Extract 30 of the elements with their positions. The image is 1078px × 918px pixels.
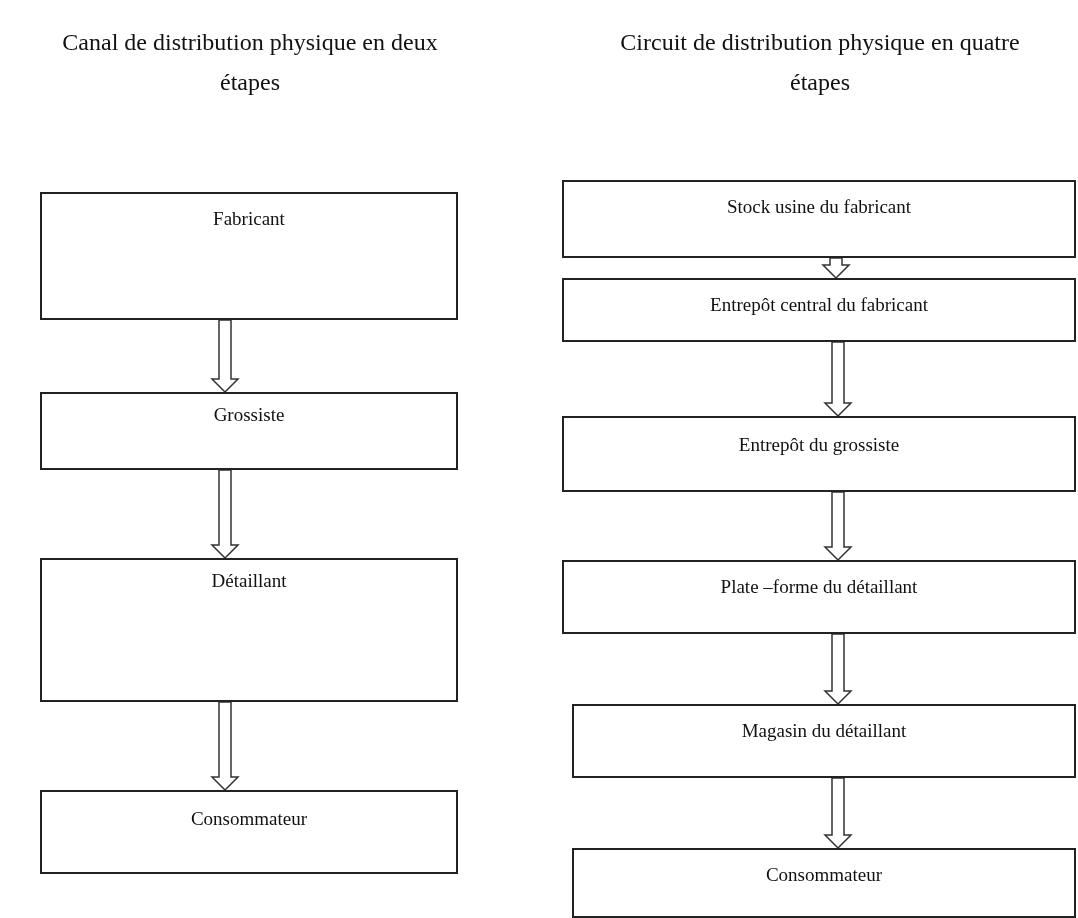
column-heading: Circuit de distribution physique en quatre étapes xyxy=(619,28,1021,97)
block-arrow xyxy=(823,341,853,418)
block-arrow xyxy=(823,777,853,850)
box-label: Consommateur xyxy=(190,808,308,830)
process-box xyxy=(40,558,458,702)
column-heading: Canal de distribution physique en deux étapes xyxy=(61,28,439,97)
box-label: Magasin du détaillant xyxy=(741,720,907,742)
block-arrow xyxy=(210,469,240,560)
box-label: Stock usine du fabricant xyxy=(726,196,912,218)
block-arrow xyxy=(210,319,240,394)
process-box xyxy=(40,192,458,320)
box-label: Plate –forme du détaillant xyxy=(720,576,918,598)
block-arrow xyxy=(823,633,853,706)
process-box xyxy=(562,278,1076,342)
box-label: Entrepôt du grossiste xyxy=(738,434,900,456)
process-box xyxy=(562,180,1076,258)
box-label: Grossiste xyxy=(213,404,285,426)
block-arrow xyxy=(821,257,851,280)
process-box xyxy=(562,416,1076,492)
process-box xyxy=(572,704,1076,778)
box-label: Détaillant xyxy=(211,570,287,592)
process-box xyxy=(562,560,1076,634)
box-label: Entrepôt central du fabricant xyxy=(710,294,928,316)
block-arrow xyxy=(823,491,853,562)
box-label: Fabricant xyxy=(213,208,285,230)
process-box xyxy=(40,392,458,470)
box-label: Consommateur xyxy=(765,864,883,886)
process-box xyxy=(40,790,458,874)
process-box xyxy=(572,848,1076,918)
block-arrow xyxy=(210,701,240,792)
